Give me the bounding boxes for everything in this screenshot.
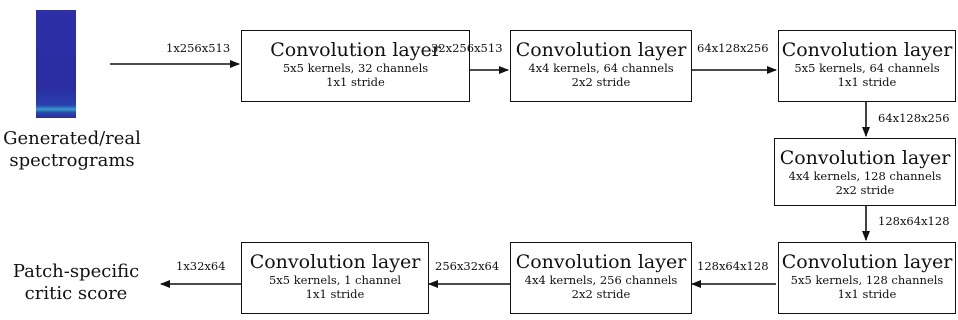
layer-kernels: 4x4 kernels, 64 channels xyxy=(528,61,674,75)
layer-kernels: 5x5 kernels, 64 channels xyxy=(794,61,940,75)
layer-stride: 2x2 stride xyxy=(571,75,631,89)
layer-title: Convolution layer xyxy=(779,147,951,169)
spectrogram-image xyxy=(36,10,76,118)
shape-label-2: 32x256x513 xyxy=(431,41,503,55)
shape-label-6: 128x64x128 xyxy=(697,259,769,273)
shape-label-7: 256x32x64 xyxy=(435,259,500,273)
layer-stride: 1x1 stride xyxy=(837,75,897,89)
layer-stride: 1x1 stride xyxy=(326,75,385,89)
shape-label-1: 1x256x513 xyxy=(166,41,231,55)
layer-title: Convolution layer xyxy=(781,251,953,273)
output-caption-line1: Patch-specific xyxy=(12,261,140,282)
input-caption-line1: Generated/real xyxy=(3,128,141,149)
conv-layer-5: Convolution layer 5x5 kernels, 128 chann… xyxy=(778,242,956,314)
conv-layer-2: Convolution layer 4x4 kernels, 64 channe… xyxy=(510,30,692,102)
conv-layer-3: Convolution layer 5x5 kernels, 64 channe… xyxy=(778,30,956,102)
shape-label-8: 1x32x64 xyxy=(176,259,226,273)
conv-layer-7: Convolution layer 5x5 kernels, 1 channel… xyxy=(241,242,429,314)
layer-title: Convolution layer xyxy=(781,39,953,61)
output-caption-line2: critic score xyxy=(24,283,128,304)
layer-title: Convolution layer xyxy=(515,251,687,273)
layer-kernels: 5x5 kernels, 128 channels xyxy=(790,273,944,287)
shape-label-3: 64x128x256 xyxy=(697,41,769,55)
shape-label-4: 64x128x256 xyxy=(878,111,950,125)
layer-stride: 1x1 stride xyxy=(305,287,365,301)
layer-kernels: 4x4 kernels, 256 channels xyxy=(524,273,678,287)
layer-kernels: 4x4 kernels, 128 channels xyxy=(788,169,942,183)
layer-title: Convolution layer xyxy=(249,251,421,273)
layer-stride: 2x2 stride xyxy=(571,287,631,301)
input-caption: Generated/real spectrograms xyxy=(0,128,144,172)
layer-stride: 1x1 stride xyxy=(837,287,897,301)
layer-kernels: 5x5 kernels, 32 channels xyxy=(282,61,429,75)
input-caption-line2: spectrograms xyxy=(9,150,135,171)
layer-title: Convolution layer xyxy=(270,39,441,61)
shape-label-5: 128x64x128 xyxy=(878,214,950,228)
output-caption: Patch-specific critic score xyxy=(0,261,152,305)
layer-kernels: 5x5 kernels, 1 channel xyxy=(268,273,402,287)
layer-title: Convolution layer xyxy=(515,39,687,61)
conv-layer-6: Convolution layer 4x4 kernels, 256 chann… xyxy=(510,242,692,314)
conv-layer-1: Convolution layer 5x5 kernels, 32 channe… xyxy=(241,30,470,102)
conv-layer-4: Convolution layer 4x4 kernels, 128 chann… xyxy=(774,138,956,206)
layer-stride: 2x2 stride xyxy=(835,183,895,197)
